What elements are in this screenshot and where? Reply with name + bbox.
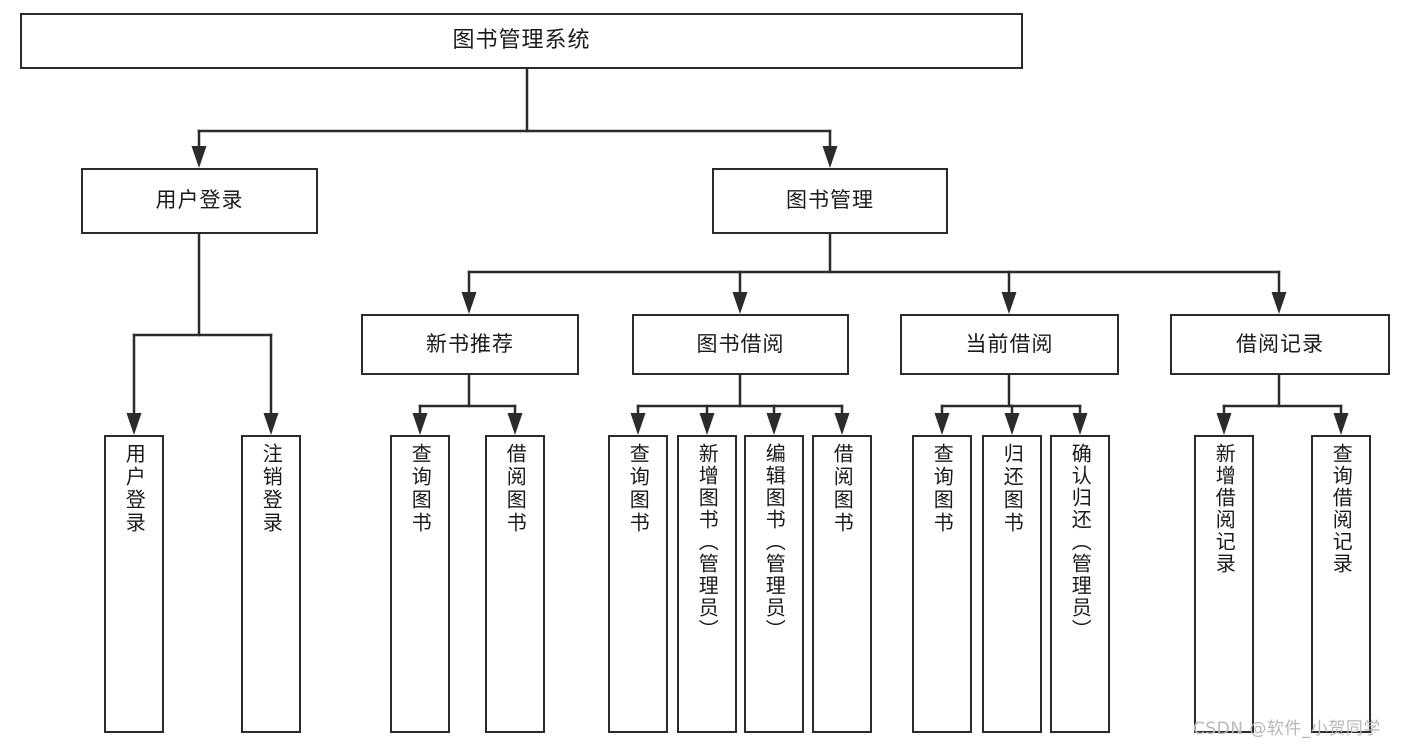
node-label: 注销登录 bbox=[259, 443, 284, 535]
node-borrow-record[interactable]: 借阅记录 bbox=[1170, 314, 1390, 375]
leaf-borrow-book-rec[interactable]: 借阅图书 bbox=[485, 435, 545, 733]
node-label: 新增借阅记录 bbox=[1212, 443, 1237, 575]
node-label: 编辑图书（管理员） bbox=[762, 443, 787, 641]
leaf-query-book-rec[interactable]: 查询图书 bbox=[390, 435, 450, 733]
node-label: 图书管理 bbox=[786, 188, 874, 213]
node-label: 借阅记录 bbox=[1236, 331, 1324, 356]
leaf-query-book-cur[interactable]: 查询图书 bbox=[912, 435, 972, 733]
node-label: 查询图书 bbox=[930, 443, 955, 535]
node-label: 查询图书 bbox=[408, 443, 433, 535]
node-label: 借阅图书 bbox=[830, 443, 855, 535]
leaf-query-borrow-rec[interactable]: 查询借阅记录 bbox=[1311, 435, 1371, 733]
node-label: 图书借阅 bbox=[696, 331, 785, 356]
node-root[interactable]: 图书管理系统 bbox=[20, 13, 1023, 69]
leaf-confirm-return[interactable]: 确认归还（管理员） bbox=[1050, 435, 1110, 733]
leaf-query-book-brw[interactable]: 查询图书 bbox=[608, 435, 668, 733]
leaf-borrow-book-brw[interactable]: 借阅图书 bbox=[812, 435, 872, 733]
node-label: 查询图书 bbox=[626, 443, 651, 535]
node-label: 查询借阅记录 bbox=[1329, 443, 1354, 575]
leaf-user-login[interactable]: 用户登录 bbox=[104, 435, 164, 733]
node-label: 借阅图书 bbox=[503, 443, 528, 535]
node-user-login[interactable]: 用户登录 bbox=[81, 168, 318, 234]
leaf-add-borrow-rec[interactable]: 新增借阅记录 bbox=[1194, 435, 1254, 733]
node-label: 当前借阅 bbox=[965, 331, 1054, 356]
leaf-add-book[interactable]: 新增图书（管理员） bbox=[677, 435, 737, 733]
node-new-book-recommend[interactable]: 新书推荐 bbox=[361, 314, 579, 375]
node-book-manage[interactable]: 图书管理 bbox=[712, 168, 948, 234]
leaf-edit-book[interactable]: 编辑图书（管理员） bbox=[744, 435, 804, 733]
node-label: 用户登录 bbox=[155, 188, 244, 213]
leaf-return-book[interactable]: 归还图书 bbox=[982, 435, 1042, 733]
node-label: 用户登录 bbox=[122, 443, 147, 535]
node-label: 归还图书 bbox=[1000, 443, 1025, 535]
node-label: 新增图书（管理员） bbox=[695, 443, 720, 641]
node-label: 新书推荐 bbox=[426, 331, 514, 356]
leaf-logout-login[interactable]: 注销登录 bbox=[241, 435, 301, 733]
node-book-borrow[interactable]: 图书借阅 bbox=[632, 314, 849, 375]
node-label: 图书管理系统 bbox=[452, 27, 591, 53]
node-current-borrow[interactable]: 当前借阅 bbox=[900, 314, 1119, 375]
node-label: 确认归还（管理员） bbox=[1068, 443, 1093, 641]
